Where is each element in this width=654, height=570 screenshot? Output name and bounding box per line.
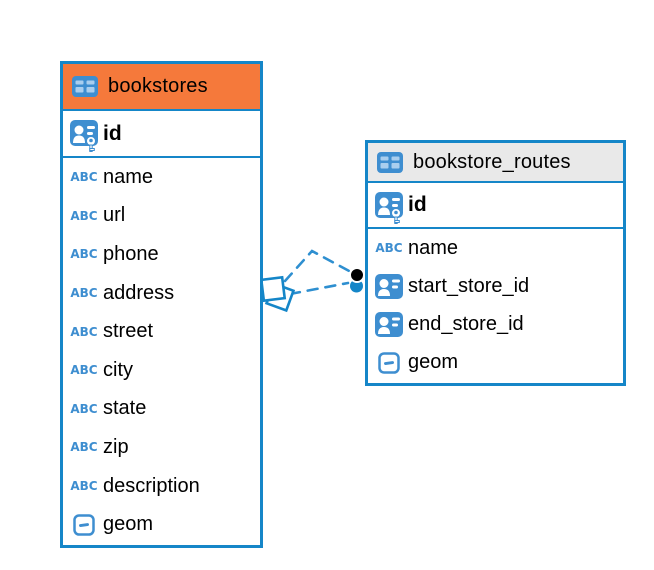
text-type-icon: ABC: [70, 208, 98, 224]
text-type-icon: ABC: [70, 169, 98, 185]
primary-key-label: id: [408, 193, 427, 216]
column-row[interactable]: ABC name: [368, 229, 623, 267]
one-end-marker[interactable]: [349, 267, 365, 293]
reference-type-icon: [374, 312, 404, 338]
column-row[interactable]: ABC city: [63, 351, 260, 390]
column-label: geom: [408, 351, 459, 374]
column-row[interactable]: ABC phone: [63, 235, 260, 274]
column-label: end_store_id: [408, 313, 524, 336]
geometry-type-icon: [69, 513, 99, 536]
column-label: start_store_id: [408, 274, 530, 297]
column-label: geom: [103, 513, 154, 536]
column-label: zip: [103, 435, 129, 458]
relationship-line[interactable]: [288, 281, 350, 296]
column-label: name: [408, 236, 459, 259]
column-label: city: [103, 358, 133, 381]
relationship-line[interactable]: [283, 249, 353, 283]
primary-key-icon: [69, 114, 99, 153]
table-title: bookstores: [108, 75, 208, 97]
text-type-icon: ABC: [70, 401, 98, 417]
column-row[interactable]: ABC street: [63, 312, 260, 351]
entity-bookstore-routes[interactable]: bookstore_routes id: [365, 140, 626, 386]
column-label: description: [103, 474, 200, 497]
column-row[interactable]: ABC url: [63, 197, 260, 236]
primary-key-row[interactable]: id: [368, 183, 623, 229]
column-label: street: [103, 320, 154, 343]
column-label: phone: [103, 242, 159, 265]
table-header[interactable]: bookstores: [63, 64, 260, 111]
table-icon: [72, 76, 98, 97]
table-title: bookstore_routes: [413, 150, 571, 173]
column-label: address: [103, 281, 175, 304]
text-type-icon: ABC: [70, 247, 98, 262]
column-label: state: [103, 397, 147, 420]
text-type-icon: ABC: [70, 285, 98, 301]
primary-key-icon: [374, 186, 404, 225]
text-type-icon: ABC: [375, 240, 403, 256]
column-row[interactable]: geom: [63, 505, 260, 544]
column-row[interactable]: ABC zip: [63, 428, 260, 467]
column-row[interactable]: ABC address: [63, 274, 260, 313]
column-row[interactable]: geom: [368, 344, 623, 382]
reference-type-icon: [374, 273, 404, 299]
table-icon: [377, 151, 403, 173]
entity-bookstores[interactable]: bookstores id: [60, 61, 263, 548]
primary-key-label: id: [103, 121, 122, 145]
column-row[interactable]: ABC state: [63, 390, 260, 429]
primary-key-row[interactable]: id: [63, 111, 260, 158]
many-end-marker[interactable]: [259, 275, 296, 313]
geometry-type-icon: [374, 352, 404, 374]
column-row[interactable]: end_store_id: [368, 306, 623, 344]
text-type-icon: ABC: [70, 362, 98, 378]
text-type-icon: ABC: [70, 440, 98, 455]
text-type-icon: ABC: [70, 478, 98, 494]
column-label: name: [103, 165, 154, 188]
column-row[interactable]: start_store_id: [368, 267, 623, 305]
table-header[interactable]: bookstore_routes: [368, 143, 623, 183]
column-row[interactable]: ABC description: [63, 467, 260, 506]
text-type-icon: ABC: [70, 324, 98, 340]
column-label: url: [103, 204, 126, 227]
column-row[interactable]: ABC name: [63, 158, 260, 197]
